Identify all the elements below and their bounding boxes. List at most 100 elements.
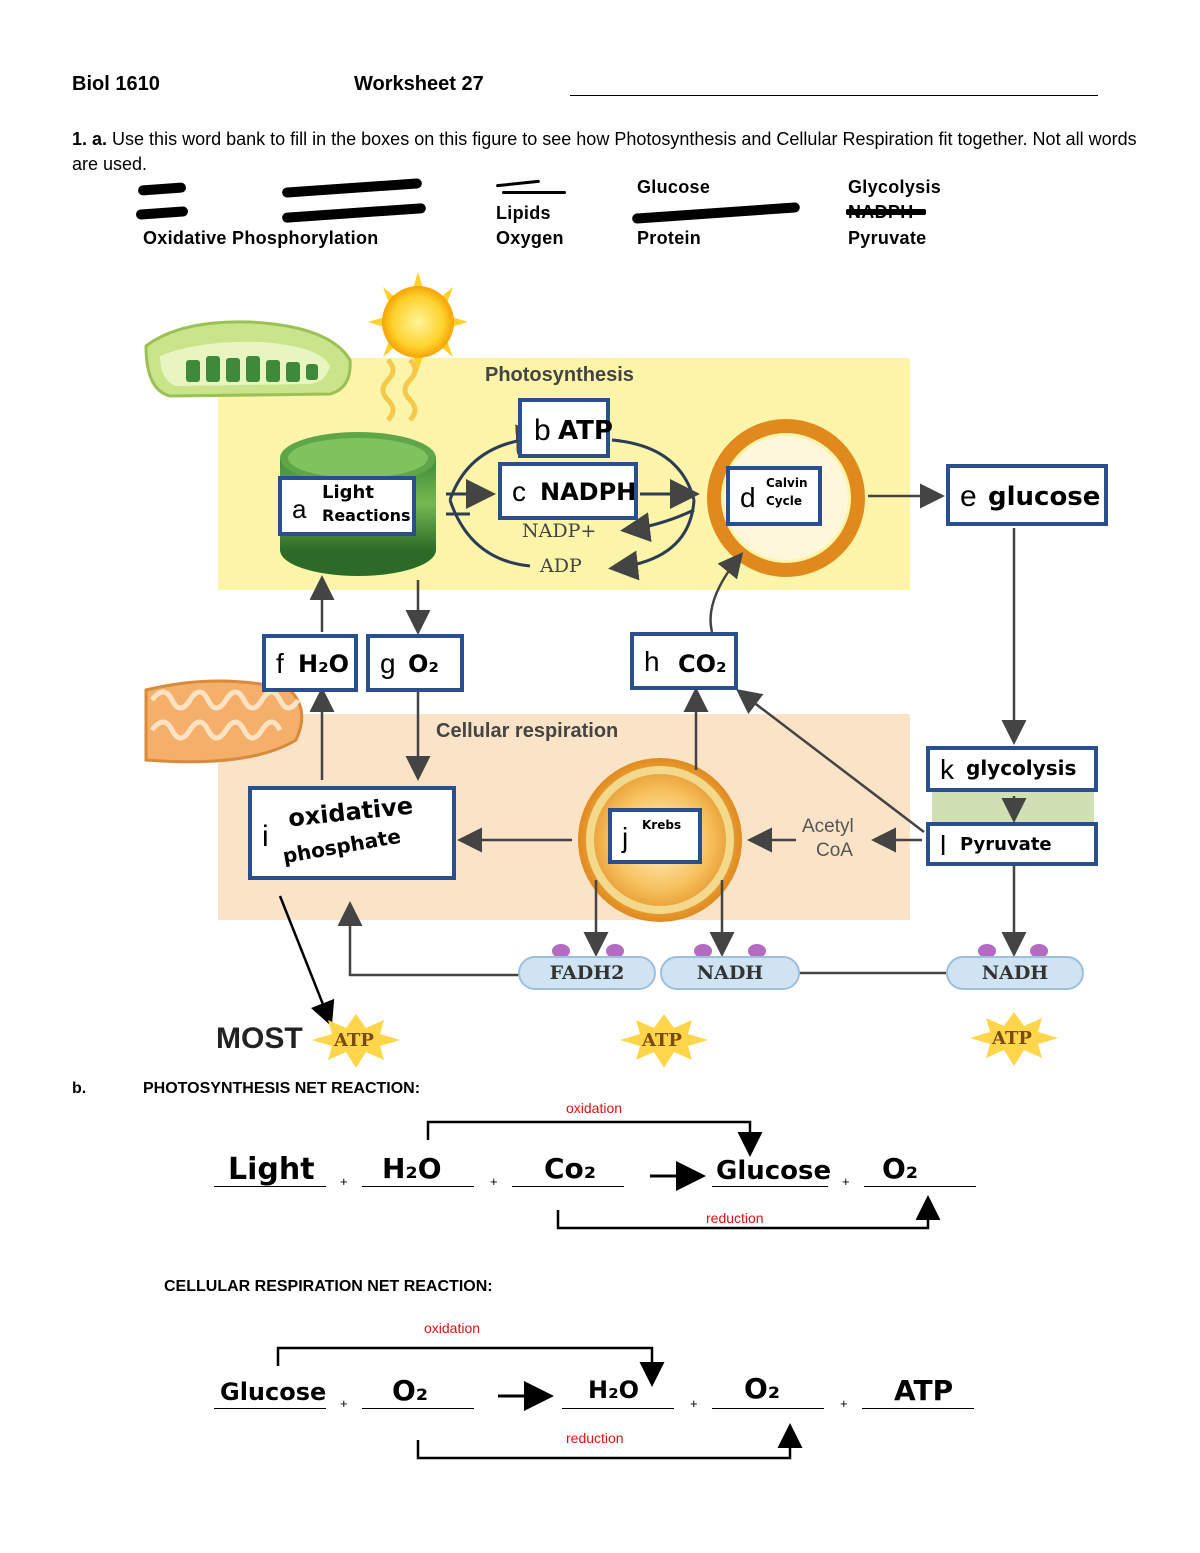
adp-label: ADP xyxy=(540,555,582,577)
answer-line[interactable] xyxy=(864,1186,976,1187)
box-answer: glycolysis xyxy=(966,756,1077,780)
nadh-carrier-krebs: NADH xyxy=(660,956,800,990)
cellular-respiration-label: Cellular respiration xyxy=(436,720,619,742)
diagram-graphics xyxy=(144,272,1058,1068)
resp-term-4: O₂ xyxy=(744,1372,781,1405)
photo-term-5: O₂ xyxy=(882,1152,919,1185)
box-answer: Light xyxy=(322,482,374,503)
photo-term-4: Glucose xyxy=(716,1156,832,1186)
photo-reaction-arrows xyxy=(276,1120,941,1460)
electron-dot xyxy=(978,944,996,958)
resp-term-5: ATP xyxy=(894,1374,954,1407)
most-label: MOST xyxy=(216,1022,303,1055)
photo-reduction-label: reduction xyxy=(706,1210,764,1226)
plus-sign: + xyxy=(490,1174,498,1189)
fadh2-carrier: FADH2 xyxy=(518,956,656,990)
box-letter: j xyxy=(622,822,629,853)
answer-line[interactable] xyxy=(362,1408,474,1409)
answer-box-l[interactable]: l Pyruvate xyxy=(926,822,1098,866)
plus-sign: + xyxy=(842,1174,850,1189)
electron-dot xyxy=(1030,944,1048,958)
resp-term-2: O₂ xyxy=(392,1374,429,1407)
answer-line[interactable] xyxy=(512,1186,624,1187)
box-letter: d xyxy=(740,482,756,513)
photosynthesis-label: Photosynthesis xyxy=(485,364,634,386)
word-pyruvate: Pyruvate xyxy=(848,228,927,248)
answer-line[interactable] xyxy=(712,1186,828,1187)
answer-box-a[interactable]: a Light Reactions xyxy=(278,476,416,536)
box-answer: Calvin xyxy=(766,476,808,490)
box-letter: b xyxy=(534,414,551,447)
box-answer: Reactions xyxy=(322,506,411,525)
word-glucose: Glucose xyxy=(637,177,711,197)
answer-box-e[interactable]: e glucose xyxy=(946,464,1108,526)
box-letter: a xyxy=(292,494,307,524)
answer-box-c[interactable]: c NADPH xyxy=(498,462,638,520)
answer-box-f[interactable]: f H₂O xyxy=(262,634,358,692)
plus-sign: + xyxy=(840,1396,848,1411)
atp-label-1: ATP xyxy=(334,1030,374,1051)
atp-star-icon xyxy=(312,1014,400,1068)
answer-line[interactable] xyxy=(862,1408,974,1409)
answer-line[interactable] xyxy=(562,1408,674,1409)
word-protein: Protein xyxy=(637,228,702,248)
nadp-label: NADP+ xyxy=(522,520,597,542)
course-title: Biol 1610 xyxy=(72,73,160,95)
word-lipids: Lipids xyxy=(496,203,551,223)
box-letter: h xyxy=(644,646,660,677)
box-answer: Pyruvate xyxy=(960,834,1052,855)
word-nadph: NADPH xyxy=(848,202,914,222)
resp-reduction-label: reduction xyxy=(566,1430,624,1446)
answer-line[interactable] xyxy=(214,1408,326,1409)
box-answer: H₂O xyxy=(298,650,349,678)
photo-term-3: Co₂ xyxy=(544,1152,597,1185)
question-text: Use this word bank to fill in the boxes … xyxy=(72,129,1137,174)
nadh-carrier-glycolysis: NADH xyxy=(946,956,1084,990)
name-line[interactable] xyxy=(570,95,1098,96)
word-oxygen: Oxygen xyxy=(496,228,564,248)
mitochondrion-icon xyxy=(144,679,304,764)
answer-box-h[interactable]: h CO₂ xyxy=(630,632,738,690)
atp-star-icon xyxy=(970,1012,1058,1066)
electron-dot xyxy=(552,944,570,958)
answer-box-i[interactable]: i oxidative phosphate xyxy=(248,786,456,880)
resp-term-1: Glucose xyxy=(220,1378,327,1406)
answer-box-j[interactable]: j Krebs xyxy=(608,808,702,864)
scribble-mark xyxy=(846,209,926,215)
acetyl-label: Acetyl xyxy=(802,816,854,837)
respiration-title: CELLULAR RESPIRATION NET REACTION: xyxy=(164,1278,493,1295)
answer-line[interactable] xyxy=(214,1186,326,1187)
plus-sign: + xyxy=(340,1396,348,1411)
answer-line[interactable] xyxy=(362,1186,474,1187)
answer-line[interactable] xyxy=(712,1408,824,1409)
sun-icon xyxy=(368,272,468,372)
box-answer: CO₂ xyxy=(678,650,727,678)
box-answer: ATP xyxy=(558,416,613,446)
box-answer: O₂ xyxy=(408,650,439,678)
word-glycolysis: Glycolysis xyxy=(848,177,942,197)
atp-star-icon xyxy=(620,1014,708,1068)
atp-label-2: ATP xyxy=(642,1030,682,1051)
photo-term-2: H₂O xyxy=(382,1152,442,1185)
box-letter: c xyxy=(512,476,526,507)
worksheet-title: Worksheet 27 xyxy=(354,73,484,95)
answer-box-d[interactable]: d Calvin Cycle xyxy=(726,466,822,526)
chloroplast-icon xyxy=(144,320,352,398)
electron-dot xyxy=(606,944,624,958)
box-letter: i xyxy=(262,820,269,853)
box-letter: e xyxy=(960,480,977,513)
photo-term-1: Light xyxy=(228,1152,315,1187)
photosynthesis-title: PHOTOSYNTHESIS NET REACTION: xyxy=(143,1080,421,1097)
box-answer: NADPH xyxy=(540,478,637,506)
box-letter: k xyxy=(940,754,954,785)
answer-box-k[interactable]: k glycolysis xyxy=(926,746,1098,792)
electron-dot xyxy=(694,944,712,958)
photo-oxidation-label: oxidation xyxy=(566,1100,623,1116)
part-b-letter: b. xyxy=(72,1080,87,1097)
question-1a: 1. a. Use this word bank to fill in the … xyxy=(72,127,1142,177)
question-number: 1. xyxy=(72,129,88,149)
answer-box-g[interactable]: g O₂ xyxy=(366,634,464,692)
resp-term-3: H₂O xyxy=(588,1376,639,1404)
box-letter: l xyxy=(940,830,947,861)
answer-box-b[interactable]: b ATP xyxy=(518,398,613,458)
